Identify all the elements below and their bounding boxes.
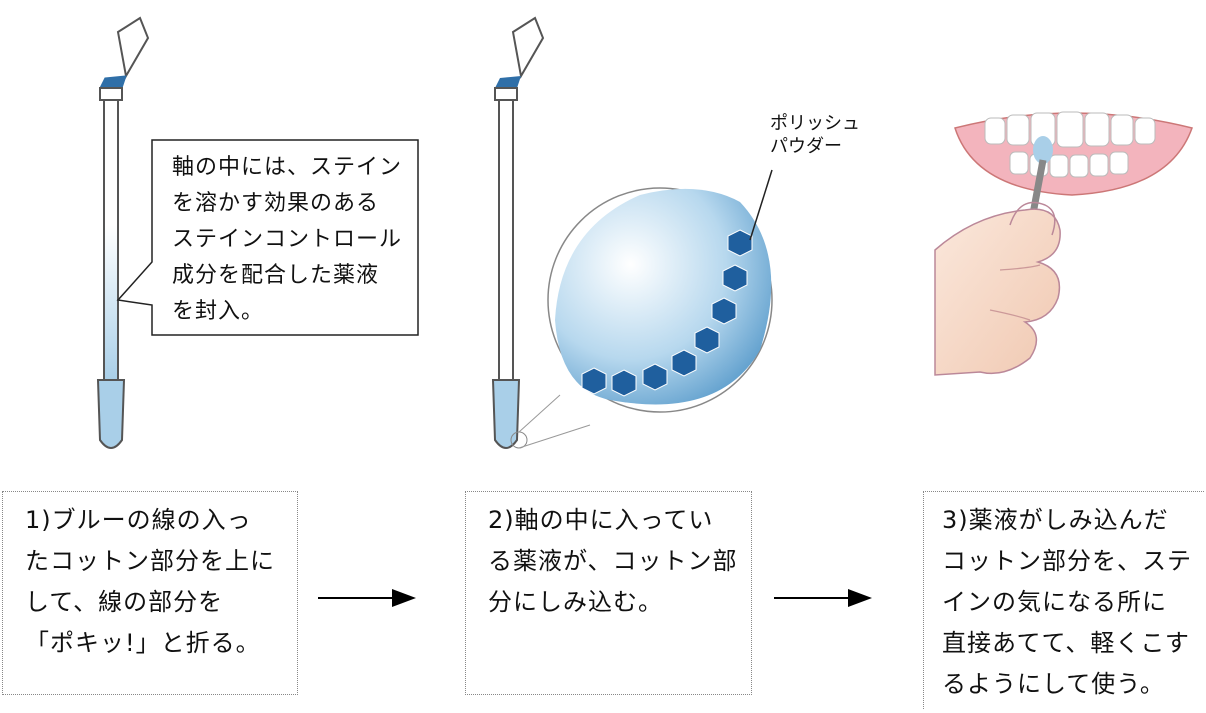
step-text-2: 2)軸の中に入ってい る薬液が、コットン部 分にしみ込む。: [488, 506, 738, 616]
callout-text: 軸の中には、ステイン を溶かす効果のある ステインコントロール 成分を配合した薬…: [172, 155, 403, 324]
step-box-3: 3)薬液がしみ込んだ コットン部分を、ステ インの気になる所に 直接あてて、軽く…: [923, 491, 1204, 709]
magnifier-icon: [518, 169, 773, 449]
arrow-right-icon: [774, 589, 872, 607]
step-box-2: 2)軸の中に入ってい る薬液が、コットン部 分にしみ込む。: [465, 491, 752, 695]
step-box-1: 1)ブルーの線の入っ たコットン部分を上に して、線の部分を 「ポキッ!」と折る…: [2, 491, 298, 695]
swab-icon: [96, 16, 150, 449]
hand-icon: [934, 159, 1061, 376]
step-text-1: 1)ブルーの線の入っ たコットン部分を上に して、線の部分を 「ポキッ!」と折る…: [25, 506, 275, 657]
swab-icon: [491, 16, 545, 449]
step-text-3: 3)薬液がしみ込んだ コットン部分を、ステ インの気になる所に 直接あてて、軽く…: [942, 506, 1192, 698]
arrow-right-icon: [318, 589, 416, 607]
polish-powder-label: ポリッシュ パウダー: [770, 113, 860, 157]
teeth-icon: [954, 111, 1193, 196]
callout-box: [116, 139, 419, 336]
